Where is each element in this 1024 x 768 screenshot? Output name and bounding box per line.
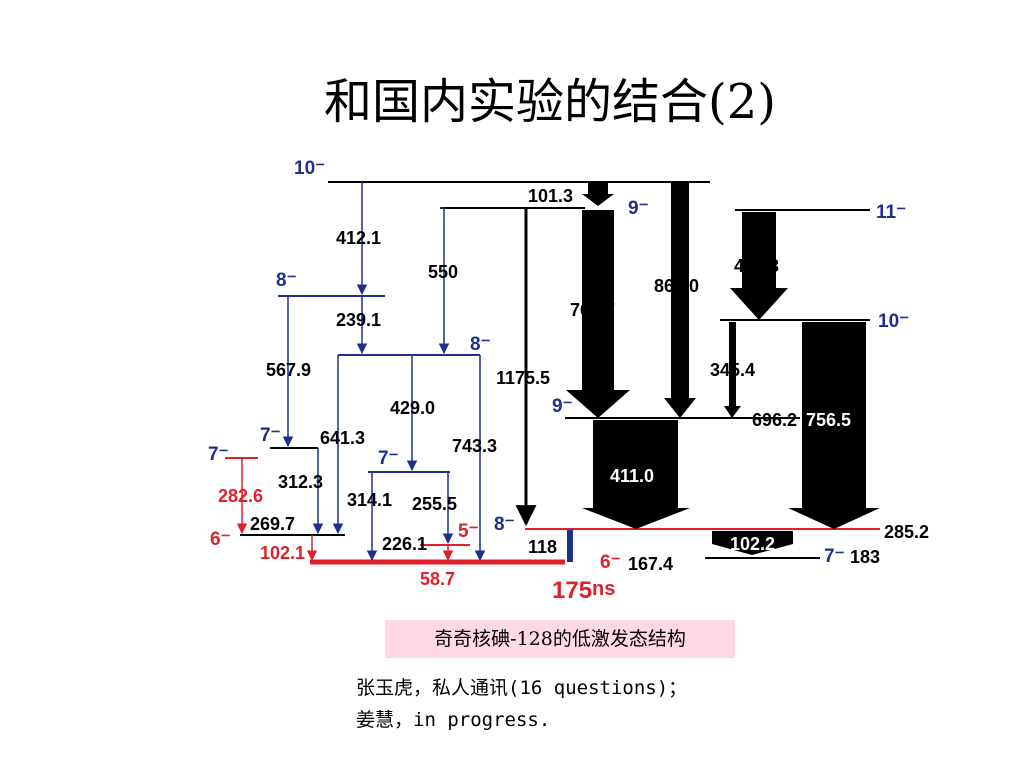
spin-label: 8⁻ <box>494 514 515 535</box>
isomer-value: 175 <box>552 577 592 604</box>
arrow-101 <box>582 182 614 206</box>
gamma-label: 1175.5 <box>496 368 550 388</box>
spin-label: 8⁻ <box>470 334 491 355</box>
level-energy: 696.2 <box>752 410 797 430</box>
diagram-caption: 奇奇核碘-128的低激发态结构 <box>385 620 735 658</box>
gamma-label: 345.4 <box>710 360 755 380</box>
level-energy: 167.4 <box>628 554 673 574</box>
spin-label: 9⁻ <box>552 396 573 417</box>
gamma-label: 102.2 <box>730 534 775 554</box>
gamma-label: 101.3 <box>528 186 573 206</box>
spin-label: 11⁻ <box>876 202 906 223</box>
arrow-411 <box>582 420 690 529</box>
gamma-label-red: 58.7 <box>420 569 455 589</box>
page-title: 和国内实验的结合(2) <box>324 74 776 130</box>
gamma-label: 567.9 <box>266 360 311 380</box>
gamma-label: 412.3 <box>734 256 779 276</box>
reference-notes: 张玉虎，私人通讯(16 questions)； 姜慧，in progress. <box>356 672 687 736</box>
spin-label: 7⁻ <box>378 448 399 469</box>
spin-label: 5⁻ <box>458 521 479 542</box>
gamma-label: 550 <box>428 262 458 282</box>
level-scheme-diagram: 10⁻ 8⁻ 8⁻ 7⁻ 7⁻ 7⁻ 6⁻ 5⁻ 9⁻ 9⁻ 11⁻ 10⁻ 8… <box>208 158 929 604</box>
arrow-102 <box>712 531 793 555</box>
gamma-label: 743.3 <box>452 436 497 456</box>
gamma-label: 866.0 <box>654 276 699 296</box>
spin-label: 7⁻ <box>824 546 845 567</box>
gamma-label: 764.7 <box>570 300 615 320</box>
gamma-label: 239.1 <box>336 310 381 330</box>
arrow-764 <box>566 210 630 418</box>
spin-label: 8⁻ <box>276 270 297 291</box>
gamma-label-red: 282.6 <box>218 486 263 506</box>
gamma-label: 756.5 <box>806 410 851 430</box>
isomer-unit: ns <box>592 578 615 600</box>
red-transitions <box>236 458 454 562</box>
gamma-label: 412.1 <box>336 228 381 248</box>
arrow-866 <box>664 182 696 418</box>
gamma-label: 269.7 <box>250 514 295 534</box>
gamma-label: 314.1 <box>347 490 392 510</box>
arrow-345 <box>724 322 741 418</box>
level-energy: 118 <box>528 537 557 557</box>
gamma-label: 641.3 <box>320 428 365 448</box>
spin-label: 7⁻ <box>260 425 281 446</box>
blue-transitions <box>282 182 486 562</box>
note-line: 姜慧，in progress. <box>356 709 551 731</box>
level-energy: 183 <box>850 547 880 567</box>
spin-label: 10⁻ <box>294 158 325 179</box>
gamma-label: 312.3 <box>278 472 323 492</box>
spin-label: 9⁻ <box>628 198 649 219</box>
arrow-756 <box>788 322 880 529</box>
level-energy: 285.2 <box>884 522 929 542</box>
note-line: 张玉虎，私人通讯(16 questions)； <box>356 677 688 699</box>
gamma-label-red: 102.1 <box>260 543 305 563</box>
spin-label: 6⁻ <box>210 529 231 550</box>
arrow-412-3 <box>730 212 788 320</box>
spin-label: 6⁻ <box>600 552 621 573</box>
gamma-label: 411.0 <box>610 466 654 486</box>
level-lines <box>225 181 880 565</box>
gamma-label: 429.0 <box>390 398 435 418</box>
black-transitions <box>515 182 880 555</box>
spin-label: 10⁻ <box>878 311 909 332</box>
spin-label: 7⁻ <box>208 444 229 465</box>
gamma-label: 226.1 <box>382 534 427 554</box>
gamma-label: 255.5 <box>412 494 457 514</box>
